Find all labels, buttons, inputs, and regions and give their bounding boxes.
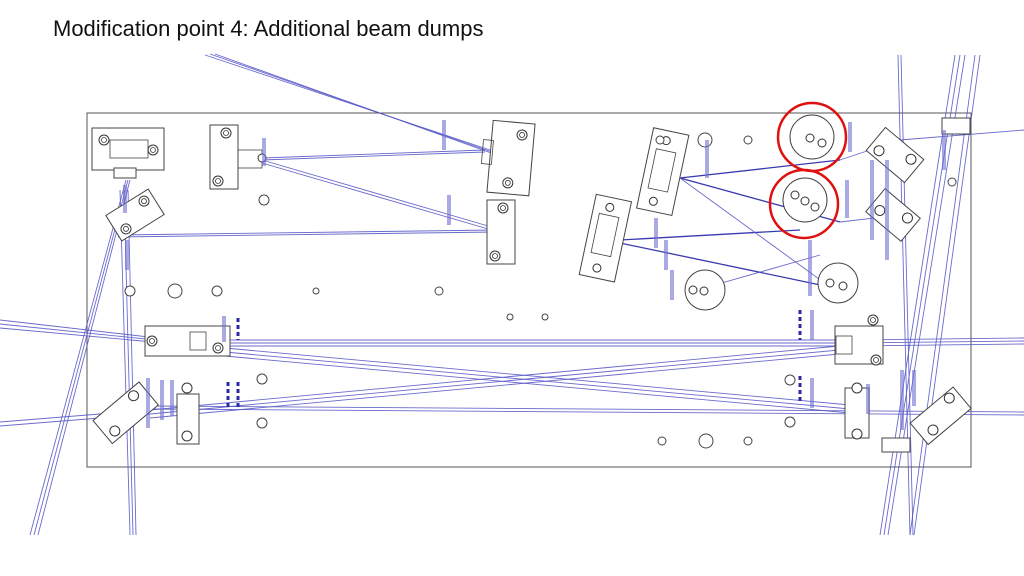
- lens-mount-middle: [578, 193, 633, 283]
- mirror-mount-top-left: [91, 127, 165, 179]
- power-annotations: [123, 120, 946, 430]
- mirror-mount-lower-left-tilted: [92, 381, 159, 445]
- mirror-mount-right-middle: [865, 188, 921, 242]
- beam-dump-right: [817, 262, 859, 304]
- mirror-mount-left-tilted: [105, 188, 165, 242]
- mirror-mount-upper-left-center: [209, 124, 267, 190]
- detector-top-right: [941, 117, 971, 135]
- mirror-mount-right-upper: [865, 126, 925, 184]
- mirror-mount-lower-right-tilted: [909, 386, 972, 446]
- highlight-circle-lower: [768, 168, 840, 240]
- mirror-mount-left-middle: [144, 325, 231, 357]
- mirror-mount-upper-center: [480, 119, 536, 197]
- components: [91, 114, 972, 453]
- mirror-mount-center: [486, 199, 516, 265]
- beam-dump-center: [684, 269, 726, 311]
- mirror-mount-lower-right: [844, 382, 870, 440]
- beam-dump-upper-circled: [789, 114, 835, 160]
- mirror-mount-lower-left: [176, 382, 200, 445]
- detector-bottom-right: [881, 437, 911, 453]
- lens-mount-upper-right: [636, 127, 690, 217]
- intensity-markers: [226, 310, 802, 410]
- slide-title: Modification point 4: Additional beam du…: [53, 16, 484, 41]
- optical-bench-plate: [86, 112, 972, 468]
- mirror-mount-right-middle-horizontal: [834, 314, 884, 366]
- beam-dump-lower-circled: [782, 177, 828, 223]
